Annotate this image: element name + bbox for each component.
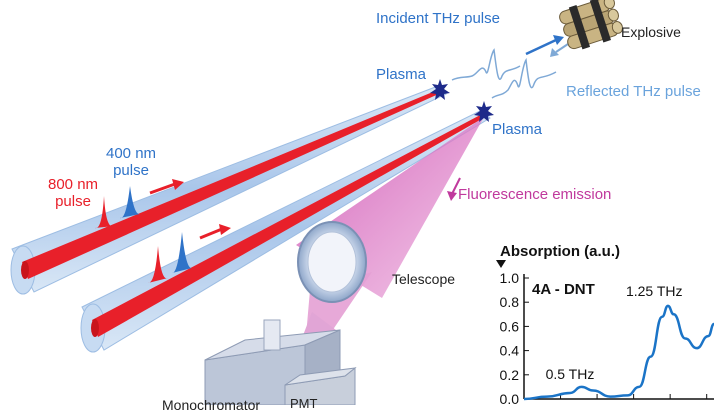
y-tick-label: 0.4 xyxy=(500,343,520,359)
plasma-bottom-label: Plasma xyxy=(492,121,543,138)
chart-plot-area: 0.0 0.2 0.4 0.6 0.8 1.0 4A - DNT 0.5 THz 1.25 TH… xyxy=(500,270,715,405)
pulse-400-label: 400 nm pulse xyxy=(106,145,157,179)
fluorescence-arrow xyxy=(447,177,461,201)
reflected-pulse-label: Reflected THz pulse xyxy=(566,83,701,100)
y-tick-label: 0.6 xyxy=(500,318,520,334)
annotation-1-25-thz: 1.25 THz xyxy=(626,283,683,299)
upper-pulses xyxy=(95,179,184,229)
incident-arrow xyxy=(525,35,564,56)
pulse-800-label: 800 nm pulse xyxy=(48,176,99,210)
absorption-curve xyxy=(523,304,715,401)
plasma-star-top xyxy=(430,79,450,100)
plasma-top-label: Plasma xyxy=(376,66,427,83)
y-tick-label: 0.8 xyxy=(500,294,520,310)
lower-pulses xyxy=(148,224,231,284)
absorption-chart: Absorption (a.u.) 0.0 0.2 0.4 0.6 0.8 1.0 4A -… xyxy=(496,243,715,405)
chart-title: Absorption (a.u.) xyxy=(500,243,620,260)
monochromator-label: Monochromator xyxy=(162,397,261,413)
annotation-0-5-thz: 0.5 THz xyxy=(546,366,595,382)
telescope-label: Telescope xyxy=(392,271,456,287)
y-tick-label: 0.2 xyxy=(500,367,520,383)
series-label: 4A - DNT xyxy=(532,281,595,298)
y-axis-arrow xyxy=(496,260,506,268)
y-tick-label: 0.0 xyxy=(500,391,520,405)
y-tick-label: 1.0 xyxy=(500,270,520,286)
incident-pulse-label: Incident THz pulse xyxy=(376,10,500,27)
pmt-label: PMT xyxy=(290,396,318,411)
explosive-icon xyxy=(559,0,624,50)
pmt-box xyxy=(284,366,357,405)
lower-beam xyxy=(80,109,491,353)
incident-thz-waveform xyxy=(451,48,521,81)
fluorescence-label: Fluorescence emission xyxy=(458,186,612,203)
telescope xyxy=(297,221,367,346)
reflected-thz-waveform xyxy=(491,57,557,99)
upper-beam xyxy=(10,85,447,295)
plasma-star-bottom xyxy=(474,101,494,122)
explosive-label: Explosive xyxy=(621,24,681,40)
